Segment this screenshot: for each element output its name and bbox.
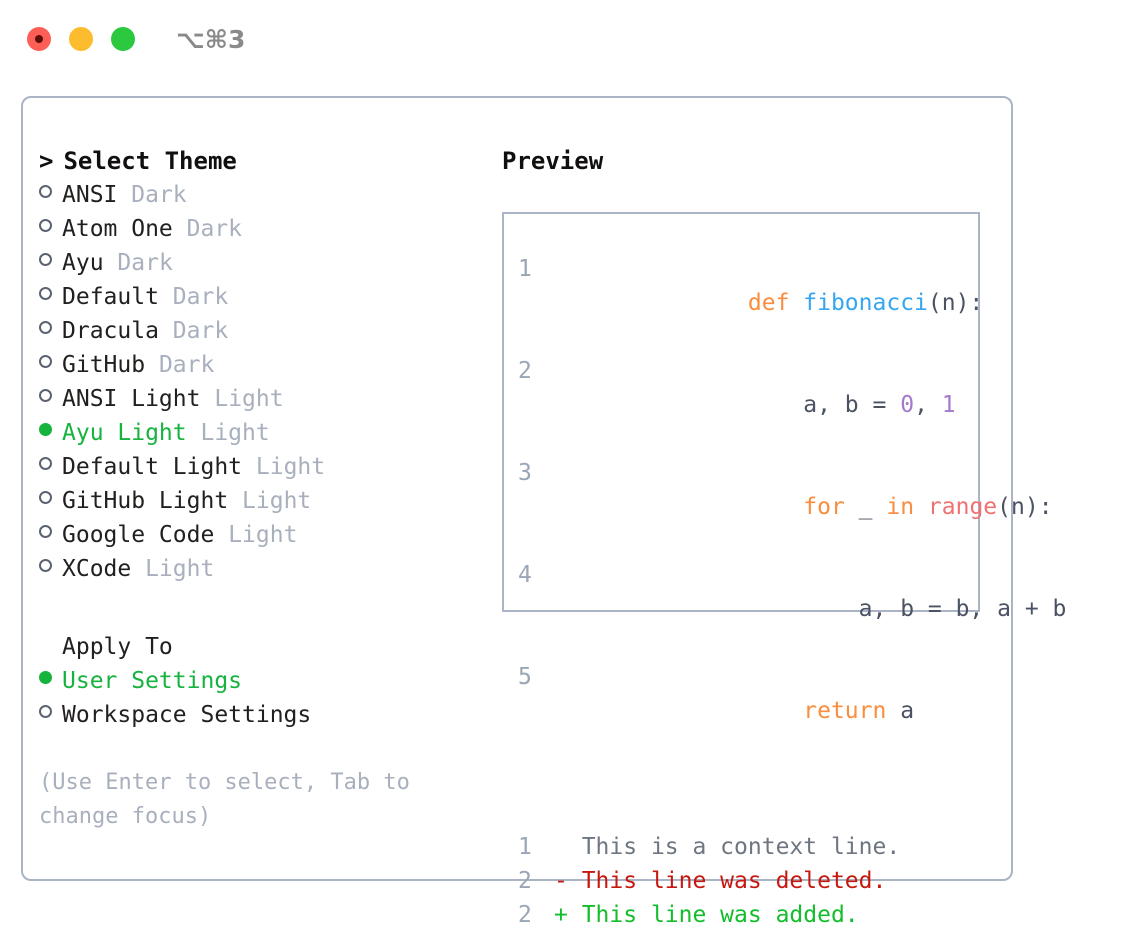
diff-text: This line was added. [567,902,859,928]
code-token: return [803,698,887,724]
code-token [748,494,803,520]
code-token: range [927,494,998,520]
minimize-button[interactable] [69,27,93,51]
line-number: 3 [518,460,532,486]
theme-option-google-code[interactable]: Google Code Light [39,518,479,552]
theme-option-default[interactable]: Default Dark [39,280,479,314]
code-blank-line [518,796,978,830]
code-token: (n): [997,494,1053,520]
apply-to-option-user-settings[interactable]: User Settings [39,664,479,698]
diff-sign: + [554,902,568,928]
theme-list-panel: > Select Theme ANSI Dark Atom One Dark [39,144,479,732]
radio-unselected-icon [39,484,62,518]
radio-selected-icon [39,416,62,450]
code-content: for _ in range(n): [554,456,1053,558]
radio-selected-icon [39,664,62,698]
close-button[interactable] [27,27,51,51]
theme-option-ansi[interactable]: ANSI Dark [39,178,479,212]
diff-sign [554,830,568,864]
title-bar: ⌥⌘3 [0,0,1140,78]
code-token: , [914,392,942,418]
preview-title: Preview [502,147,604,175]
theme-option-default-light[interactable]: Default Light Light [39,450,479,484]
diff-text: This is a context line. [567,834,901,860]
theme-option-github-light[interactable]: GitHub Light Light [39,484,479,518]
close-icon [35,35,43,43]
code-token [748,698,803,724]
diff-sign: - [554,868,568,894]
theme-option-ayu[interactable]: Ayu Dark [39,246,479,280]
code-token: a [886,698,915,724]
code-token: in [886,494,915,520]
preview-panel: Preview 1 def fibonacci(n): 2 a, b = 0, … [502,144,1066,928]
keyboard-hint: (Use Enter to select, Tab to change focu… [39,770,410,829]
maximize-button[interactable] [111,27,135,51]
code-token: a, b = [747,392,901,418]
code-token: 1 [941,392,956,418]
radio-unselected-icon [39,246,62,280]
radio-unselected-icon [39,552,62,586]
theme-option-xcode[interactable]: XCode Light [39,552,479,586]
theme-option-github[interactable]: GitHub Dark [39,348,479,382]
theme-option-atom-one[interactable]: Atom One Dark [39,212,479,246]
line-number: 1 [518,256,532,282]
line-number: 2 [518,358,532,384]
code-blank-line [518,762,978,796]
code-content: return a [554,660,914,762]
page-title: Select Theme [63,147,237,175]
theme-picker-dialog: > Select Theme ANSI Dark Atom One Dark [21,96,1066,928]
radio-unselected-icon [39,314,62,348]
code-token: (n): [927,290,984,316]
code-token: def [747,290,804,316]
prompt-caret-icon: > [39,147,54,175]
code-token: 0 [900,392,915,418]
code-content: def fibonacci(n): [554,252,983,354]
radio-unselected-icon [39,212,62,246]
theme-option-ayu-light[interactable]: Ayu Light Light [39,416,479,450]
line-number: 5 [518,664,532,690]
theme-option-dracula[interactable]: Dracula Dark [39,314,479,348]
code-token: a, b = b, a + b [747,596,1067,622]
diff-line-context: 1 This is a context line. [518,830,978,864]
radio-unselected-icon [39,518,62,552]
select-theme-header: > Select Theme [39,144,479,178]
window-shortcut-label: ⌥⌘3 [176,24,246,54]
code-line: 2 a, b = 0, 1 [518,354,978,456]
radio-unselected-icon [39,698,62,732]
line-number: 1 [518,834,532,860]
radio-unselected-icon [39,280,62,314]
code-content: a, b = b, a + b [554,558,1067,660]
window-controls [27,27,135,51]
code-content: a, b = 0, 1 [554,354,956,456]
code-token [914,494,928,520]
code-line: 4 a, b = b, a + b [518,558,1066,660]
line-number: 2 [518,902,532,928]
code-line: 1 def fibonacci(n): [518,252,983,354]
radio-unselected-icon [39,178,62,212]
diff-line-added: 2 + This line was added. [518,898,978,932]
apply-to-option-workspace-settings[interactable]: Workspace Settings [39,698,479,732]
code-token: fibonacci [803,290,928,316]
code-line: 3 for _ in range(n): [518,456,1053,558]
code-line: 5 return a [518,660,978,762]
code-token: for [803,494,845,520]
radio-unselected-icon [39,348,62,382]
code-token: _ [844,494,887,520]
radio-unselected-icon [39,382,62,416]
preview-box: 1 def fibonacci(n): 2 a, b = 0, 1 3 [502,212,1066,928]
radio-unselected-icon [39,450,62,484]
diff-text: This line was deleted. [567,868,887,894]
line-number: 4 [518,562,532,588]
line-number: 2 [518,868,532,894]
list-spacer [39,586,479,630]
apply-to-header: Apply To [62,634,173,660]
theme-option-ansi-light[interactable]: ANSI Light Light [39,382,479,416]
diff-line-deleted: 2 - This line was deleted. [518,864,978,898]
